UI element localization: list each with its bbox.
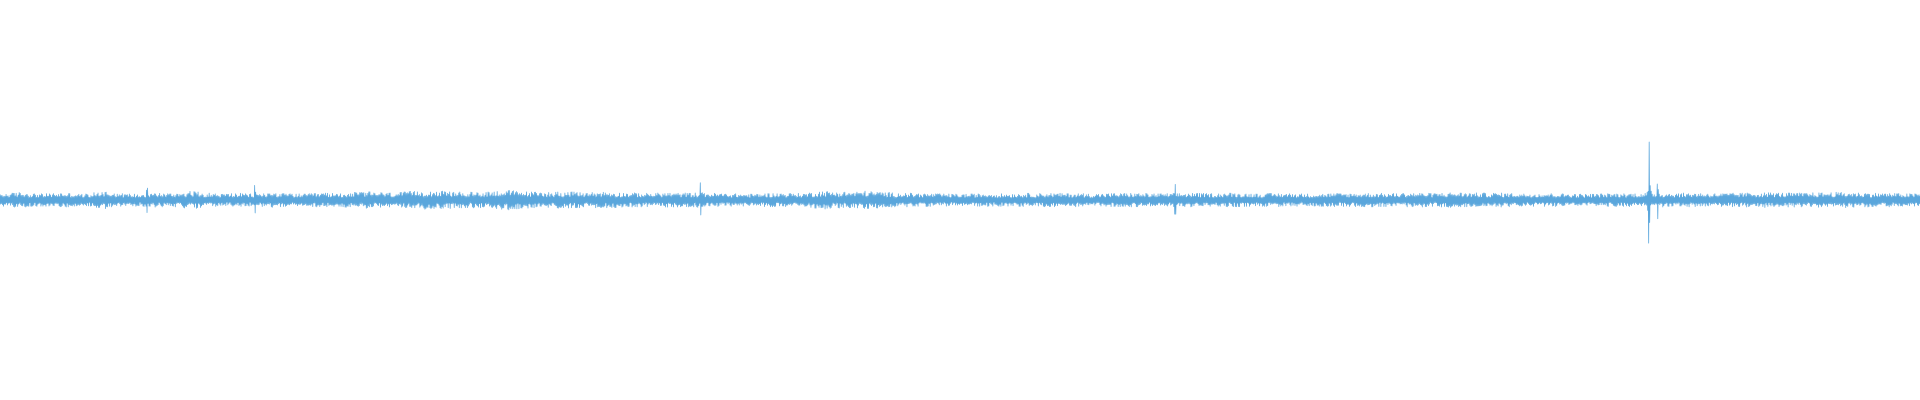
series-layer [0, 141, 1920, 244]
waveform-series-line [0, 141, 1920, 244]
